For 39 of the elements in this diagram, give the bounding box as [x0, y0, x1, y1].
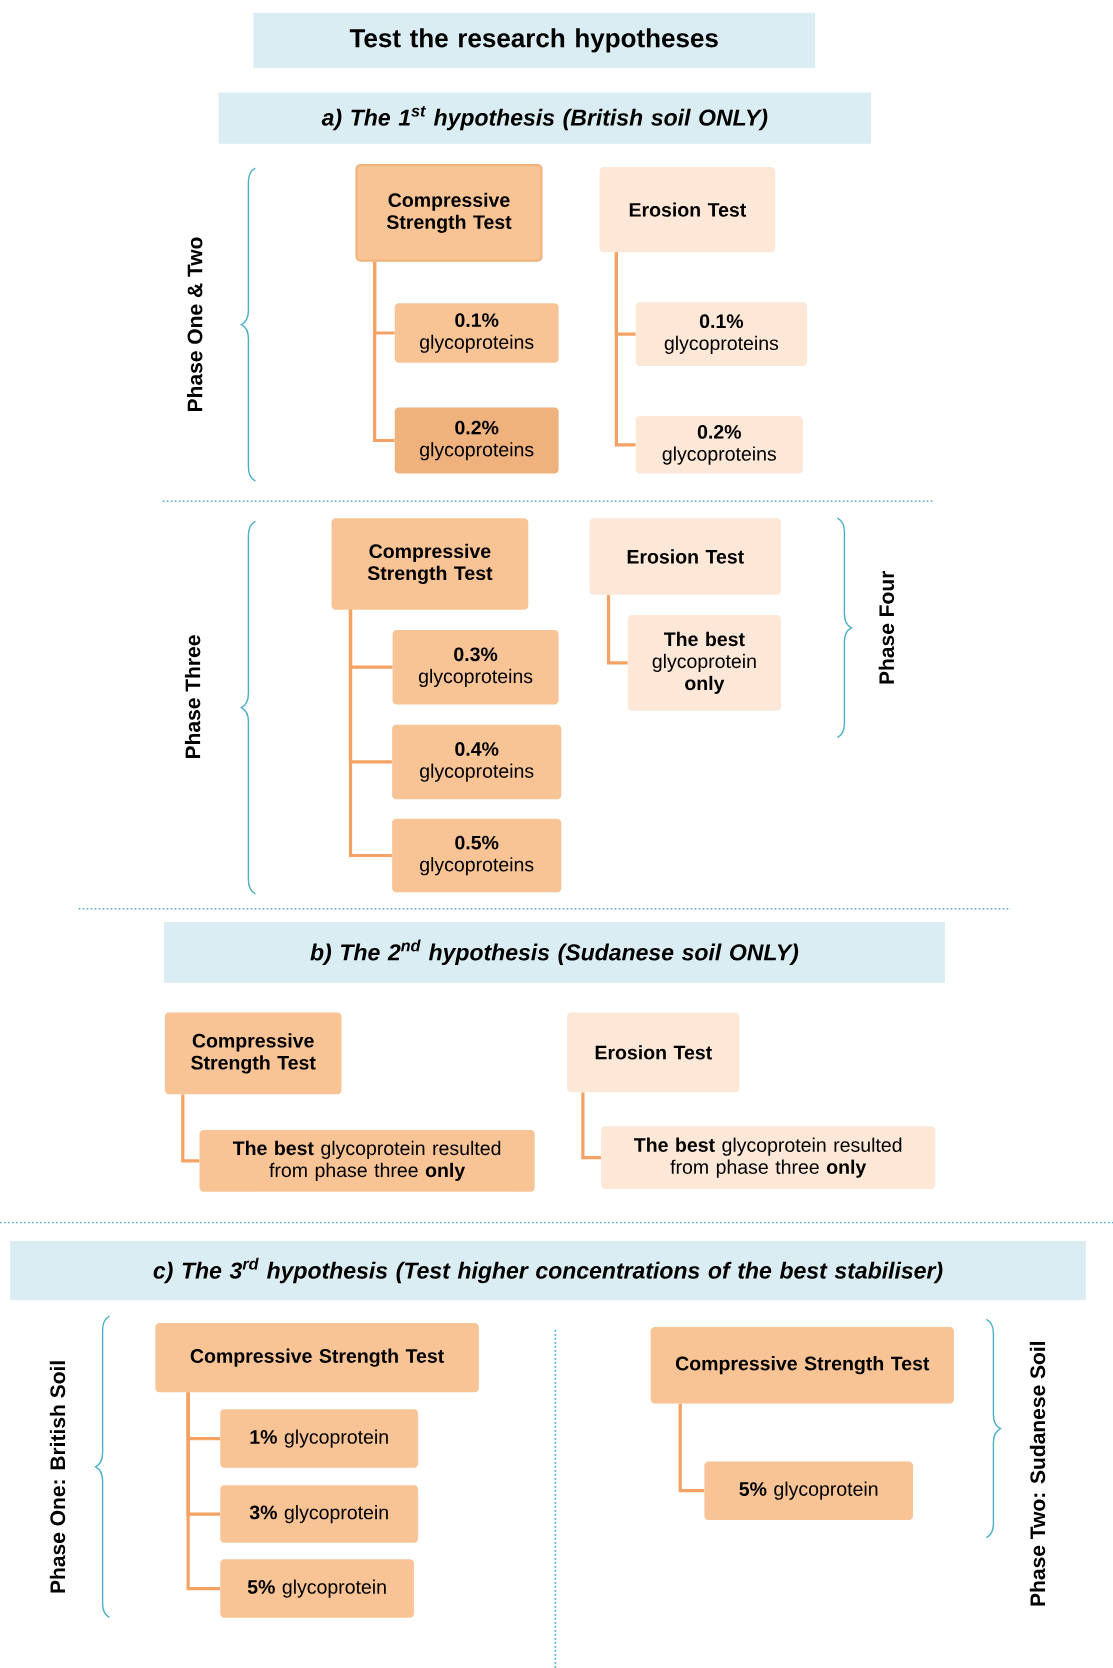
- test-box: Compressive Strength Test: [155, 1323, 479, 1393]
- section-banner: a) The 1$^{st}$ hypothesis (British soil ONLY): [218, 92, 871, 144]
- section-banner: c) The 3$^{rd}$ hypothesis (Test higher concentrations of the best stabiliser): [10, 1240, 1086, 1301]
- phase-label: Phase Two: Sudanese Soil: [1029, 1342, 1046, 1606]
- connector-line: [181, 1094, 200, 1163]
- test-box: 0.2% glycoproteins: [635, 416, 803, 474]
- test-box: 0.3% glycoproteins: [392, 629, 559, 705]
- section-banner: b) The 2$^{nd}$ hypothesis (Sudanese soil ONLY): [163, 921, 945, 983]
- test-box: Compressive Strength Test: [331, 518, 529, 610]
- test-box: 1% glycoprotein: [220, 1409, 419, 1468]
- test-box: The best glycoprotein resulted from phase three only: [601, 1126, 936, 1190]
- test-box: Erosion Test: [567, 1012, 740, 1093]
- connector-line: [186, 1392, 221, 1591]
- test-box: 0.2% glycoproteins: [394, 407, 559, 474]
- test-box: 0.4% glycoproteins: [392, 724, 562, 800]
- test-box: The best glycoprotein only: [627, 615, 781, 711]
- connector-line: [373, 261, 395, 443]
- connector-line: [606, 595, 628, 665]
- test-box: 0.1% glycoproteins: [394, 303, 559, 363]
- phase-label: Phase Three: [184, 635, 201, 759]
- test-box: 0.5% glycoproteins: [392, 818, 562, 893]
- test-box: 5% glycoprotein: [704, 1461, 913, 1520]
- test-box: Compressive Strength Test: [650, 1326, 954, 1404]
- connector-line: [614, 252, 636, 447]
- test-box: Erosion Test: [599, 167, 776, 253]
- test-box: 3% glycoprotein: [220, 1485, 419, 1543]
- phase-label: Phase One & Two: [187, 237, 203, 411]
- phase-label: Phase One: British Soil: [49, 1361, 66, 1593]
- test-box: 5% glycoprotein: [220, 1559, 414, 1618]
- phase-label: Phase Four: [878, 570, 895, 684]
- test-box: Compressive Strength Test: [164, 1012, 342, 1095]
- connector-line: [348, 609, 392, 858]
- test-box: The best glycoprotein resulted from phase three only: [199, 1130, 535, 1192]
- test-box: Compressive Strength Test: [355, 163, 543, 262]
- connector-line: [581, 1092, 601, 1160]
- title-banner: Test the research hypotheses: [253, 12, 816, 69]
- test-box: 0.1% glycoproteins: [635, 302, 808, 366]
- connector-line: [678, 1403, 705, 1493]
- test-box: Erosion Test: [589, 518, 782, 595]
